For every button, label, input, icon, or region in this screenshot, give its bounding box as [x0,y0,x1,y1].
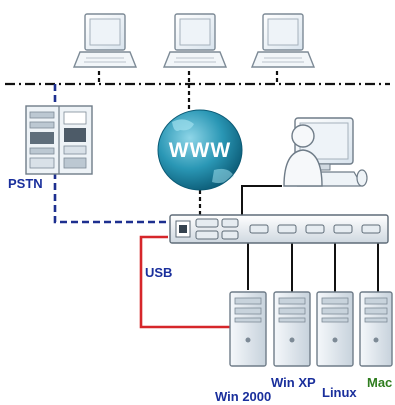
console-link [241,185,282,215]
kvm-switch-icon [169,214,389,244]
globe-icon [157,109,243,191]
laptop-icon [72,13,138,68]
laptop-icon [162,13,228,68]
mac-label: Mac [367,375,393,390]
globe-label: WWW [169,139,231,162]
linux-label: Linux [322,385,357,400]
winxp-label: Win XP [271,375,316,390]
rack-server-icon [25,105,93,175]
tower-pc-icon [229,291,267,367]
tower-pc-icon [359,291,393,367]
laptop-icon [250,13,316,68]
user-workstation-icon [283,117,368,187]
tower-pc-icon [316,291,354,367]
win2000-label: Win 2000 [215,389,272,404]
usb-link [139,235,232,329]
network-backbone [5,71,390,215]
tower-pc-icon [273,291,311,367]
usb-label: USB [145,265,173,280]
pc-links [247,243,379,292]
pstn-label: PSTN [8,176,43,191]
